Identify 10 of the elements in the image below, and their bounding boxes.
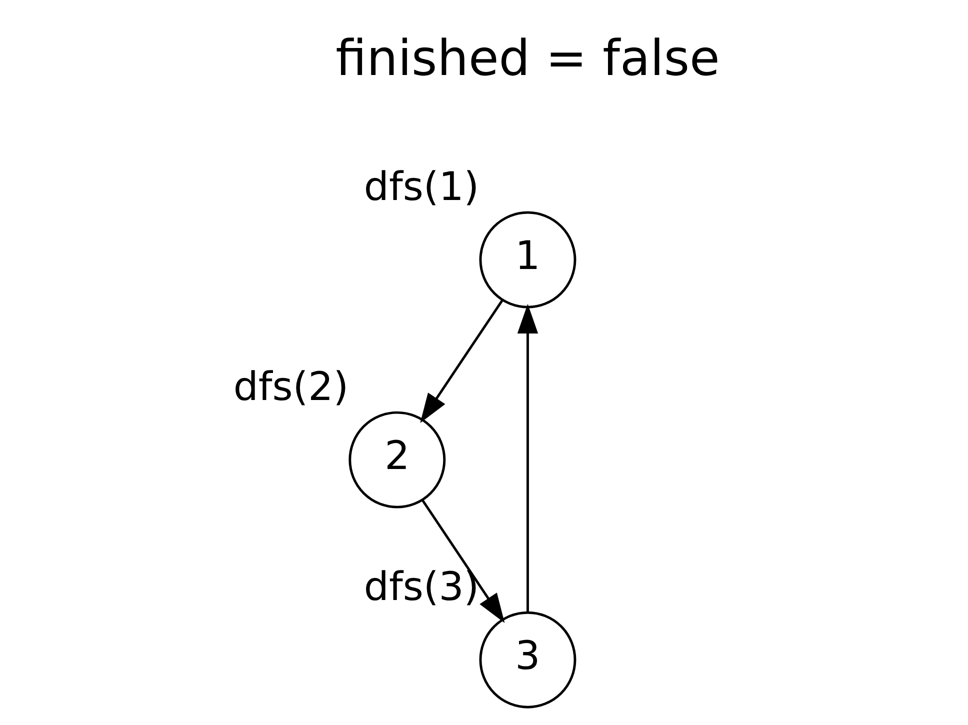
arrow [516,304,538,613]
arrow [420,499,504,623]
node-label: dfs(1) [363,164,479,210]
node-circle: 2 [348,411,446,508]
arrow [420,299,504,423]
node-circle: 3 [478,611,576,708]
label: finished = false [335,28,720,87]
node-circle: 1 [478,211,576,308]
node-label: dfs(2) [232,364,348,410]
node-label: dfs(3) [363,564,479,610]
